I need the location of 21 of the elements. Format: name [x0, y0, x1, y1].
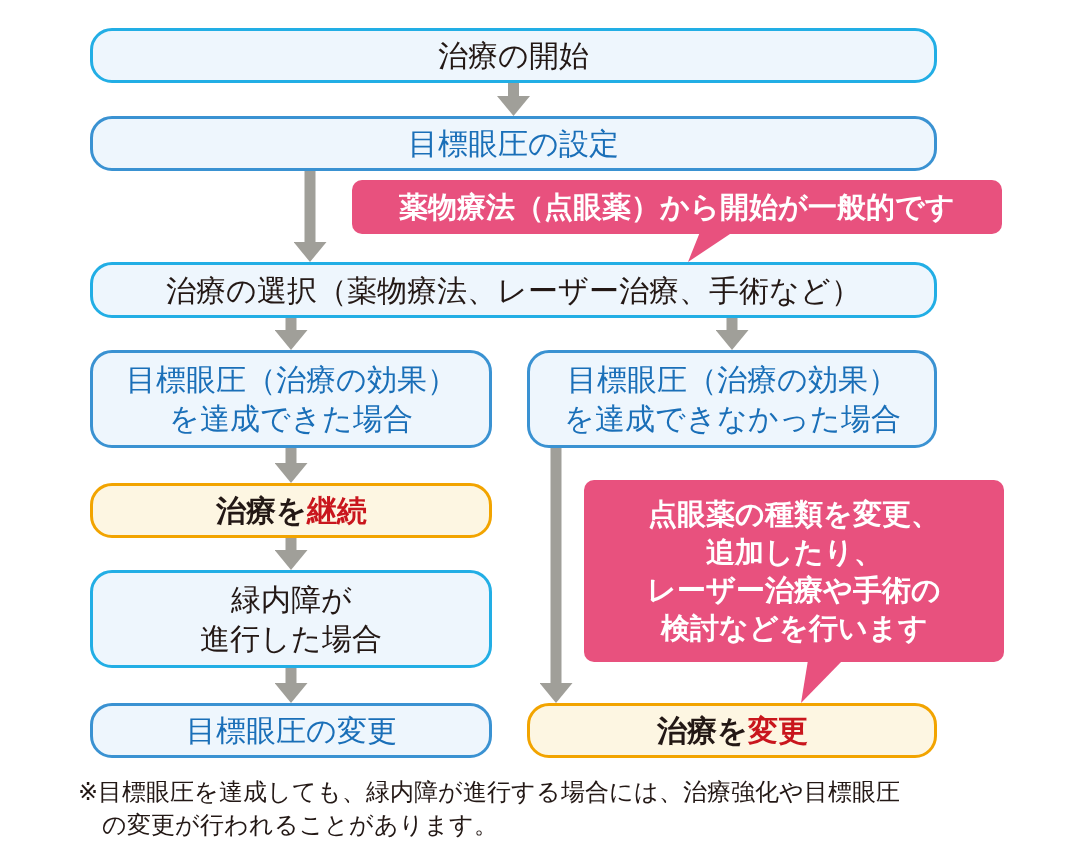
speech-bubble	[584, 480, 1004, 662]
arrow	[715, 318, 749, 350]
process-box: 緑内障が進行した場合	[90, 570, 492, 668]
arrow	[274, 448, 308, 483]
arrow	[274, 318, 308, 350]
arrow	[274, 538, 308, 570]
process-box: 治療の選択（薬物療法、レーザー治療、手術など）	[90, 262, 937, 318]
callout-text: 薬物療法（点眼薬）から開始が一般的です	[399, 189, 955, 226]
process-box: 治療の開始	[90, 28, 937, 83]
arrow	[539, 448, 573, 703]
process-box: 目標眼圧の変更	[90, 703, 492, 758]
process-box: 目標眼圧の設定	[90, 116, 937, 171]
process-box: 目標眼圧（治療の効果）を達成できた場合	[90, 350, 492, 448]
arrow	[274, 668, 308, 703]
process-box: 治療を継続	[90, 483, 492, 538]
process-box: 目標眼圧（治療の効果）を達成できなかった場合	[527, 350, 937, 448]
footnote: ※目標眼圧を達成しても、緑内障が進行する場合には、治療強化や目標眼圧の変更が行われることがあります。	[78, 777, 902, 841]
process-box: 治療を変更	[527, 703, 937, 758]
callout-text: 点眼薬の種類を変更、追加したり、レーザー治療や手術の検討などを行います	[646, 496, 942, 647]
arrow	[293, 171, 327, 262]
arrow	[497, 83, 530, 116]
